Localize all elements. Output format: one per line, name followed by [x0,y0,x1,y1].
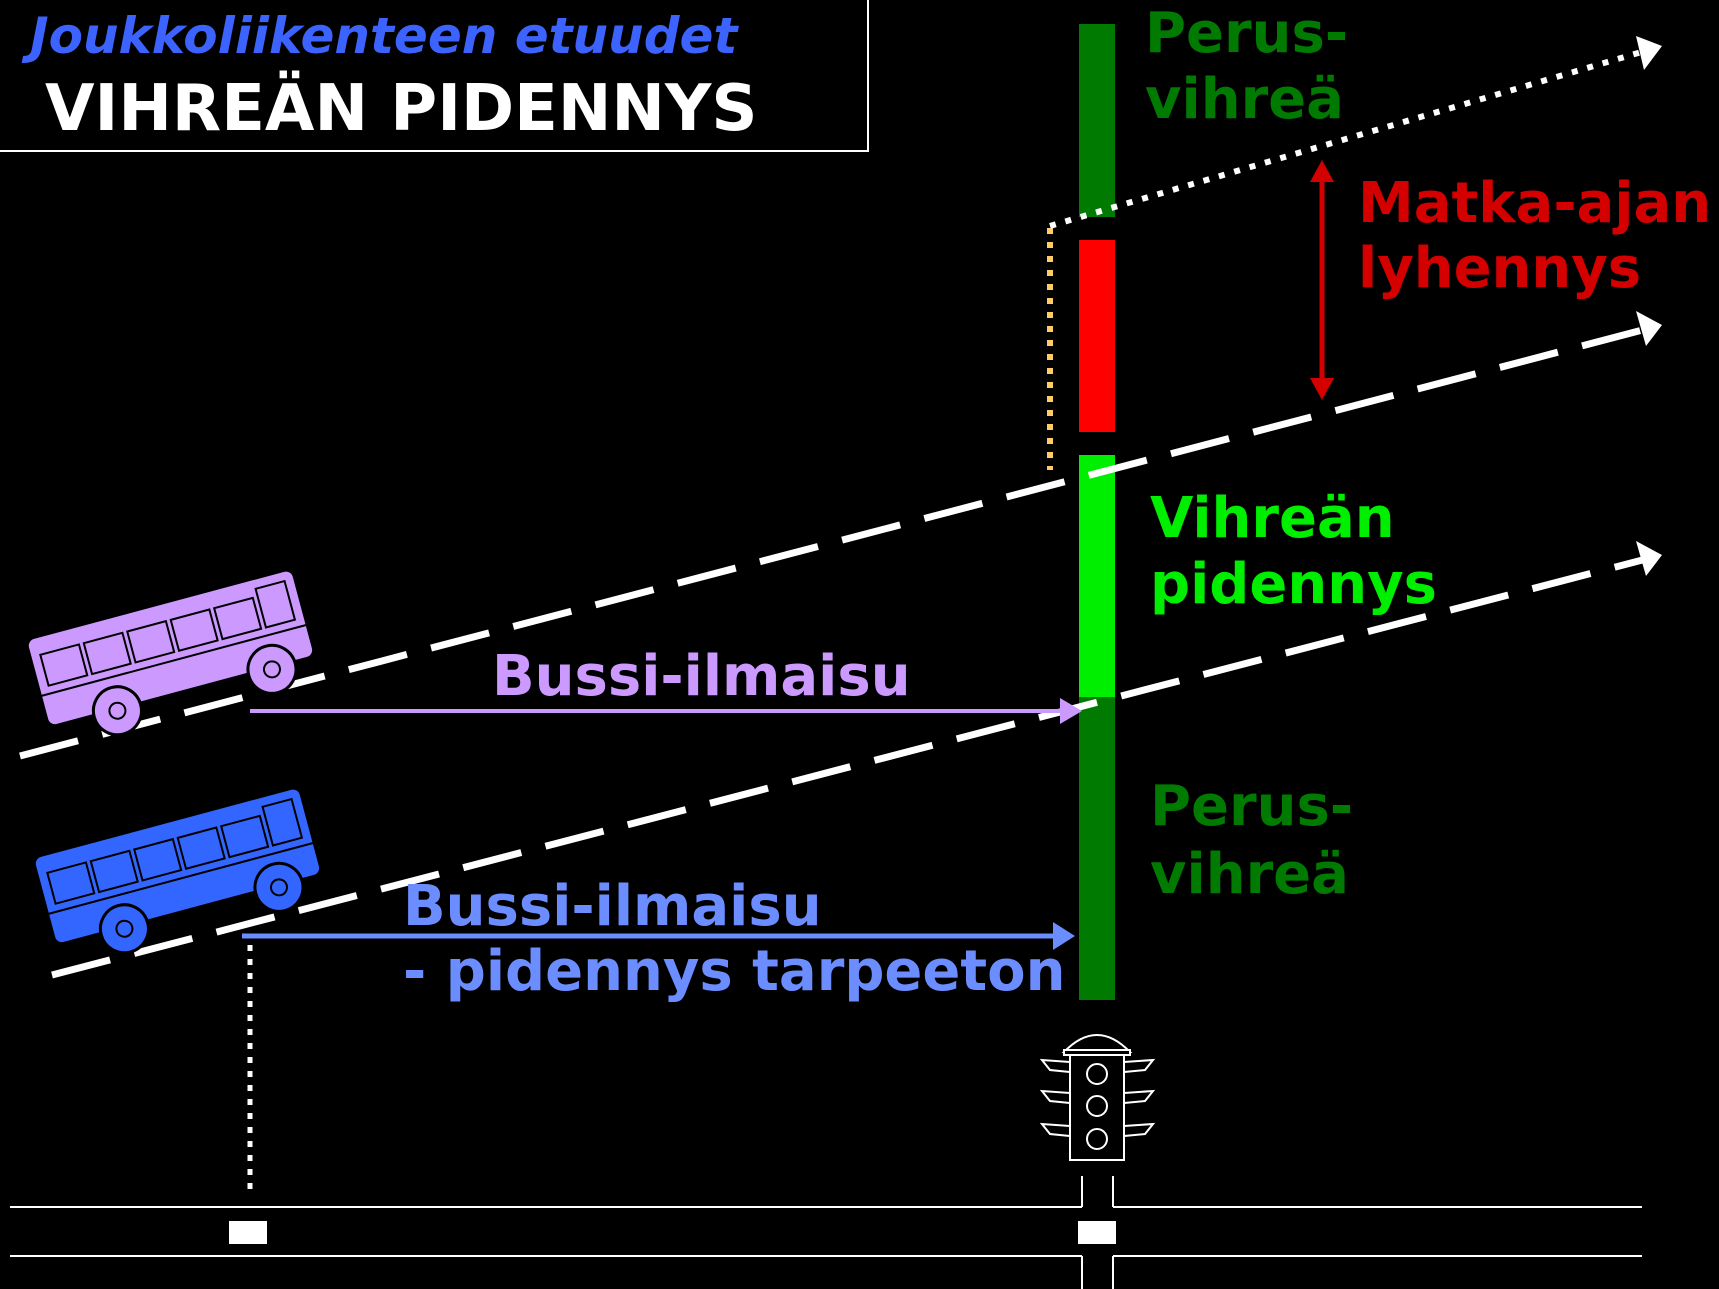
stop-line-detector-marker [1078,1221,1116,1244]
title-frame [0,0,869,152]
blue-bus-trajectory [51,554,1651,979]
dotted-trajectory-arrowhead [1636,36,1662,70]
road [10,1176,1642,1289]
travel-time-label-2: lyhennys [1358,236,1641,301]
extension-label-1: Vihreän [1150,486,1395,551]
base-green-bottom-bar [1079,697,1115,1000]
blue-trajectory-arrowhead [1636,541,1662,576]
bottom-phase-label-2: vihreä [1150,842,1349,907]
travel-time-arrow-up [1310,160,1334,182]
detection-arrows: Bussi-ilmaisu Bussi-ilmaisu - pidennys t… [242,644,1082,1004]
detector-loop-marker [229,1221,267,1244]
title-subtitle: Joukkoliikenteen etuudet [21,7,739,65]
blue-detection-arrowhead [1053,922,1075,950]
blue-detection-label-1: Bussi-ilmaisu [403,874,822,939]
title-box: Joukkoliikenteen etuudet VIHREÄN PIDENNY… [0,0,869,152]
bus-blue-icon [33,787,322,955]
blue-detection-label-2: - pidennys tarpeeton [403,939,1065,1004]
extension-green-bar [1079,455,1115,697]
bottom-phase-label-1: Perus- [1150,774,1353,839]
travel-time-reduction: Matka-ajan lyhennys [1310,160,1711,400]
red-phase-bar [1079,240,1115,432]
title-heading: VIHREÄN PIDENNYS [45,70,757,146]
top-phase-label-1: Perus- [1145,1,1348,66]
extension-label-2: pidennys [1150,552,1437,617]
phase-labels: Perus- vihreä Vihreän pidennys Perus- vi… [1145,1,1437,907]
purple-detection-arrowhead [1060,698,1082,724]
purple-trajectory-arrowhead [1636,311,1662,346]
base-green-top-bar [1079,24,1115,217]
purple-detection-label: Bussi-ilmaisu [492,644,911,709]
travel-time-arrow-down [1310,378,1334,400]
top-phase-label-2: vihreä [1145,67,1344,132]
bus-purple-icon [26,569,315,737]
traffic-light-icon [1039,1034,1156,1161]
travel-time-label-1: Matka-ajan [1358,171,1711,236]
signal-timeline [1079,24,1115,1000]
